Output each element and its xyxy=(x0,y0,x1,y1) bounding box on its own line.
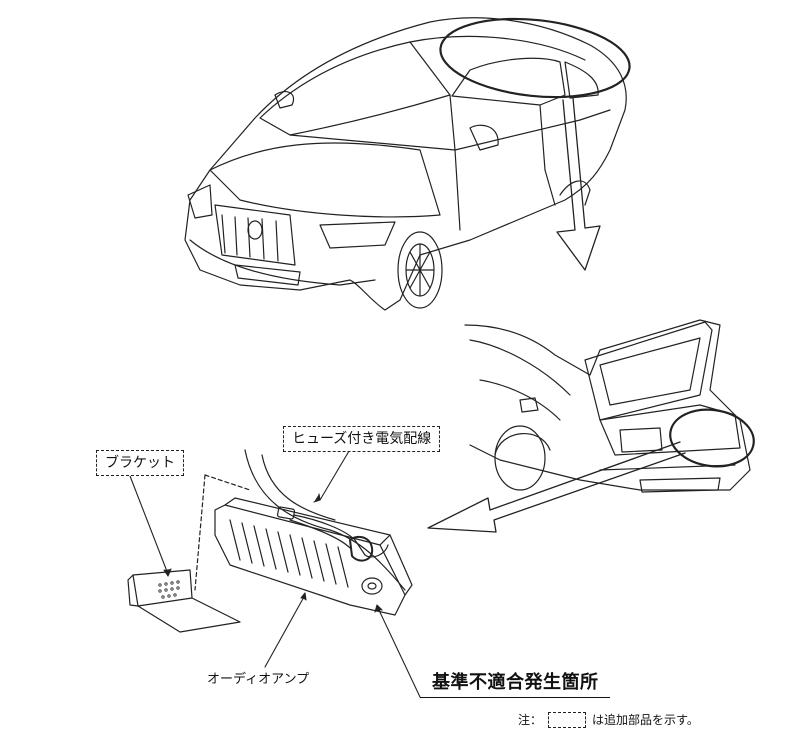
fuse-wiring-label: ヒューズ付き電気配線 xyxy=(283,426,441,452)
leader-lines xyxy=(129,445,421,698)
bracket-label: ブラケット xyxy=(96,450,184,476)
fuse-leader xyxy=(319,445,353,501)
bracket-leader xyxy=(129,475,169,575)
trunk-highlight-ellipse xyxy=(439,17,631,99)
diagonal-arrow xyxy=(427,441,686,533)
audio-amp-label: オーディオアンプ xyxy=(207,672,310,687)
down-arrow xyxy=(556,97,601,271)
bracket-illustration xyxy=(127,569,241,633)
dashed-box-sample xyxy=(548,711,587,728)
nonconformity-underline xyxy=(420,697,610,698)
sedan-front-illustration xyxy=(184,17,631,311)
amp-location-ellipse xyxy=(669,408,755,468)
audio-amp-illustration xyxy=(194,449,413,616)
amp-leader xyxy=(264,594,306,668)
legend-note: 注： は追加部品を示す。 xyxy=(518,711,699,728)
note-suffix: は追加部品を示す。 xyxy=(592,713,699,727)
nonconformity-leader xyxy=(377,607,421,698)
nonconformity-location-label: 基準不適合発生箇所 xyxy=(432,672,599,693)
sedan-rear-open-trunk-illustration xyxy=(427,319,755,533)
note-prefix: 注： xyxy=(518,713,543,727)
